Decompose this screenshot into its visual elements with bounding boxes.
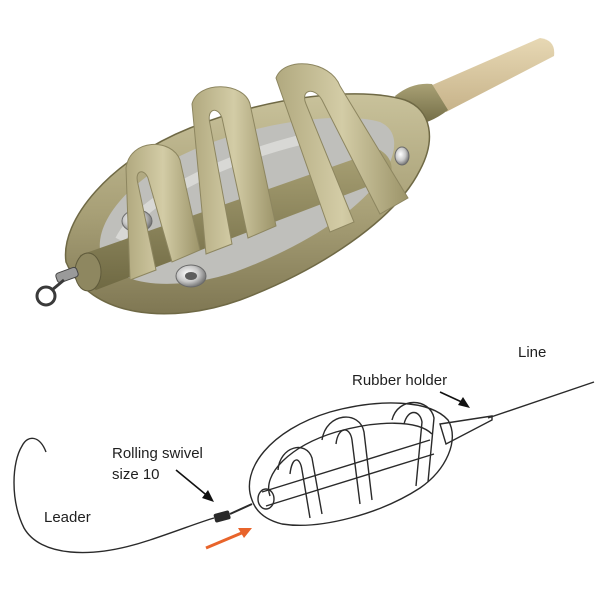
eyelet-icon: [394, 146, 410, 166]
eyelet-icon: [175, 264, 207, 288]
drawing-cage-rib: [277, 446, 323, 519]
drawing-rubber-holder: [439, 415, 493, 446]
swivel-icon: [35, 266, 79, 307]
cage-rib: [191, 86, 277, 255]
label-swivel-size: size 10: [112, 466, 160, 483]
drawing-cage-rib: [321, 416, 373, 505]
label-rolling-swivel: Rolling swivel: [112, 445, 203, 462]
drawing-cage-rib: [391, 402, 435, 487]
orange-arrow-icon: [205, 528, 252, 550]
label-leader: Leader: [44, 509, 91, 526]
cage-rib: [275, 63, 409, 233]
rig-drawing: [13, 381, 595, 554]
leader-line: [149, 517, 215, 541]
drawing-swivel-icon: [213, 503, 253, 523]
swivel-arrow-icon: [175, 469, 214, 502]
drawing-feeder-body: [248, 402, 453, 526]
drawing-tube: [261, 439, 435, 507]
cage-rib: [125, 144, 201, 281]
main-line: [487, 381, 595, 419]
hook-icon: [13, 437, 151, 554]
feeder-photo: [35, 38, 555, 315]
label-line: Line: [518, 344, 547, 361]
label-rubber-holder: Rubber holder: [352, 372, 448, 389]
rubber-holder-arrow-icon: [439, 391, 470, 408]
